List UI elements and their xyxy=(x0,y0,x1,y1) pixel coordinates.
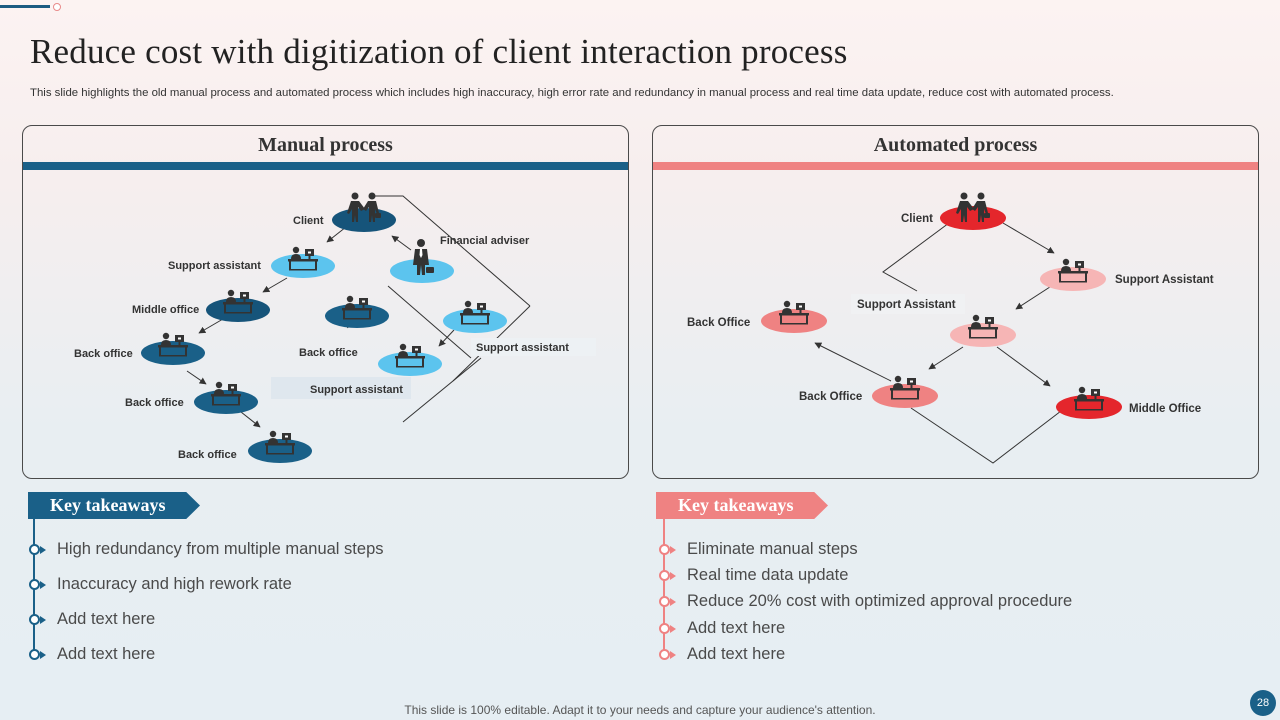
automated-takeaway-5: Add text here xyxy=(659,645,786,664)
manual-node-back-office-2: Back office xyxy=(125,381,258,414)
automated-takeaways-line xyxy=(663,519,665,656)
manual-takeaway-4-text: Add text here xyxy=(57,645,156,663)
automated-label-support-assistant-2: Support Assistant xyxy=(857,299,956,311)
arrow-right-icon xyxy=(670,625,676,633)
top-accent-dot xyxy=(53,3,61,11)
automated-connector-lines xyxy=(882,222,1062,464)
manual-node-support-assistant-2: Support assistant xyxy=(443,300,596,356)
manual-takeaway-1-text: High redundancy from multiple manual ste… xyxy=(57,540,384,558)
automated-node-middle-office: Middle Office xyxy=(1056,386,1201,419)
manual-label-support-assistant-3: Support assistant xyxy=(310,384,403,396)
manual-node-support-assistant-3: Support assistant xyxy=(310,343,442,396)
arrow-right-icon xyxy=(670,598,676,606)
manual-key-takeaways-banner: Key takeaways xyxy=(28,492,200,519)
bullet-icon xyxy=(29,544,40,555)
automated-process-panel: Automated process Client Support Assista… xyxy=(652,125,1259,479)
manual-label-back-office-3: Back office xyxy=(178,449,237,461)
manual-takeaway-4: Add text here xyxy=(29,645,156,664)
bullet-icon xyxy=(659,570,670,581)
manual-label-client: Client xyxy=(293,215,324,227)
automated-flow-arrows xyxy=(814,222,1055,387)
manual-label-support-assistant-1: Support assistant xyxy=(168,260,261,272)
slide-title: Reduce cost with digitization of client … xyxy=(30,32,848,71)
bullet-icon xyxy=(29,649,40,660)
manual-label-back-office-4: Back office xyxy=(299,347,358,359)
automated-takeaway-3-text: Reduce 20% cost with optimized approval … xyxy=(687,592,1073,610)
manual-process-panel: Manual process Client xyxy=(22,125,629,479)
arrow-right-icon xyxy=(40,616,46,624)
bullet-icon xyxy=(659,596,670,607)
manual-node-back-office-4: Back office xyxy=(299,295,389,359)
automated-takeaway-2: Real time data update xyxy=(659,566,849,585)
automated-takeaway-1-text: Eliminate manual steps xyxy=(687,540,858,558)
automated-process-title-bar xyxy=(653,162,1258,170)
arrow-right-icon xyxy=(670,651,676,659)
manual-process-title: Manual process xyxy=(258,134,393,156)
manual-takeaway-1: High redundancy from multiple manual ste… xyxy=(29,540,384,559)
bullet-icon xyxy=(659,544,670,555)
manual-takeaway-3-text: Add text here xyxy=(57,610,156,628)
automated-label-support-assistant-1: Support Assistant xyxy=(1115,274,1214,286)
manual-node-back-office-3: Back office xyxy=(178,430,312,463)
automated-node-support-assistant-2: Support Assistant xyxy=(851,294,1016,347)
page-number: 28 xyxy=(1250,690,1276,716)
manual-process-diagram: Client Financial adviser Support assista… xyxy=(74,192,596,463)
arrow-right-icon xyxy=(40,651,46,659)
manual-label-back-office-1: Back office xyxy=(74,348,133,360)
automated-node-back-office-2: Back Office xyxy=(799,375,938,408)
automated-takeaway-5-text: Add text here xyxy=(687,645,786,663)
manual-node-client: Client xyxy=(293,192,396,232)
manual-node-support-assistant-1: Support assistant xyxy=(168,246,335,278)
manual-label-financial-adviser: Financial adviser xyxy=(440,235,530,247)
manual-label-back-office-2: Back office xyxy=(125,397,184,409)
arrow-right-icon xyxy=(40,581,46,589)
automated-node-client: Client xyxy=(901,192,1006,230)
manual-takeaway-2-text: Inaccuracy and high rework rate xyxy=(57,575,292,593)
manual-label-middle-office: Middle office xyxy=(132,304,199,316)
automated-process-title: Automated process xyxy=(873,134,1038,156)
bullet-icon xyxy=(659,649,670,660)
manual-process-title-bar xyxy=(23,162,628,170)
automated-takeaway-4-text: Add text here xyxy=(687,619,786,637)
manual-connector-lines xyxy=(271,195,531,423)
automated-label-back-office-1: Back Office xyxy=(687,317,750,329)
bullet-icon xyxy=(29,614,40,625)
automated-node-back-office-1: Back Office xyxy=(687,300,827,333)
bullet-icon xyxy=(659,623,670,634)
bullet-icon xyxy=(29,579,40,590)
manual-takeaway-2: Inaccuracy and high rework rate xyxy=(29,575,292,594)
manual-takeaway-3: Add text here xyxy=(29,610,156,629)
slide-subtitle: This slide highlights the old manual pro… xyxy=(30,87,1114,99)
automated-node-support-assistant-1: Support Assistant xyxy=(1040,258,1214,291)
automated-label-back-office-2: Back Office xyxy=(799,391,862,403)
automated-takeaway-1: Eliminate manual steps xyxy=(659,540,858,559)
manual-node-financial-adviser: Financial adviser xyxy=(390,235,530,283)
automated-label-middle-office: Middle Office xyxy=(1129,403,1201,415)
top-accent-bar xyxy=(0,5,50,8)
automated-takeaway-4: Add text here xyxy=(659,619,786,638)
automated-key-takeaways-banner: Key takeaways xyxy=(656,492,828,519)
arrow-right-icon xyxy=(670,546,676,554)
manual-label-support-assistant-2: Support assistant xyxy=(476,342,569,354)
arrow-right-icon xyxy=(670,572,676,580)
manual-node-middle-office: Middle office xyxy=(132,289,270,322)
automated-takeaway-3: Reduce 20% cost with optimized approval … xyxy=(659,592,1073,611)
arrow-right-icon xyxy=(40,546,46,554)
footer-note: This slide is 100% editable. Adapt it to… xyxy=(404,703,876,717)
automated-process-diagram: Client Support Assistant Support Assista… xyxy=(687,192,1214,464)
automated-label-client: Client xyxy=(901,213,933,225)
automated-takeaway-2-text: Real time data update xyxy=(687,566,849,584)
manual-node-back-office-1: Back office xyxy=(74,332,205,365)
